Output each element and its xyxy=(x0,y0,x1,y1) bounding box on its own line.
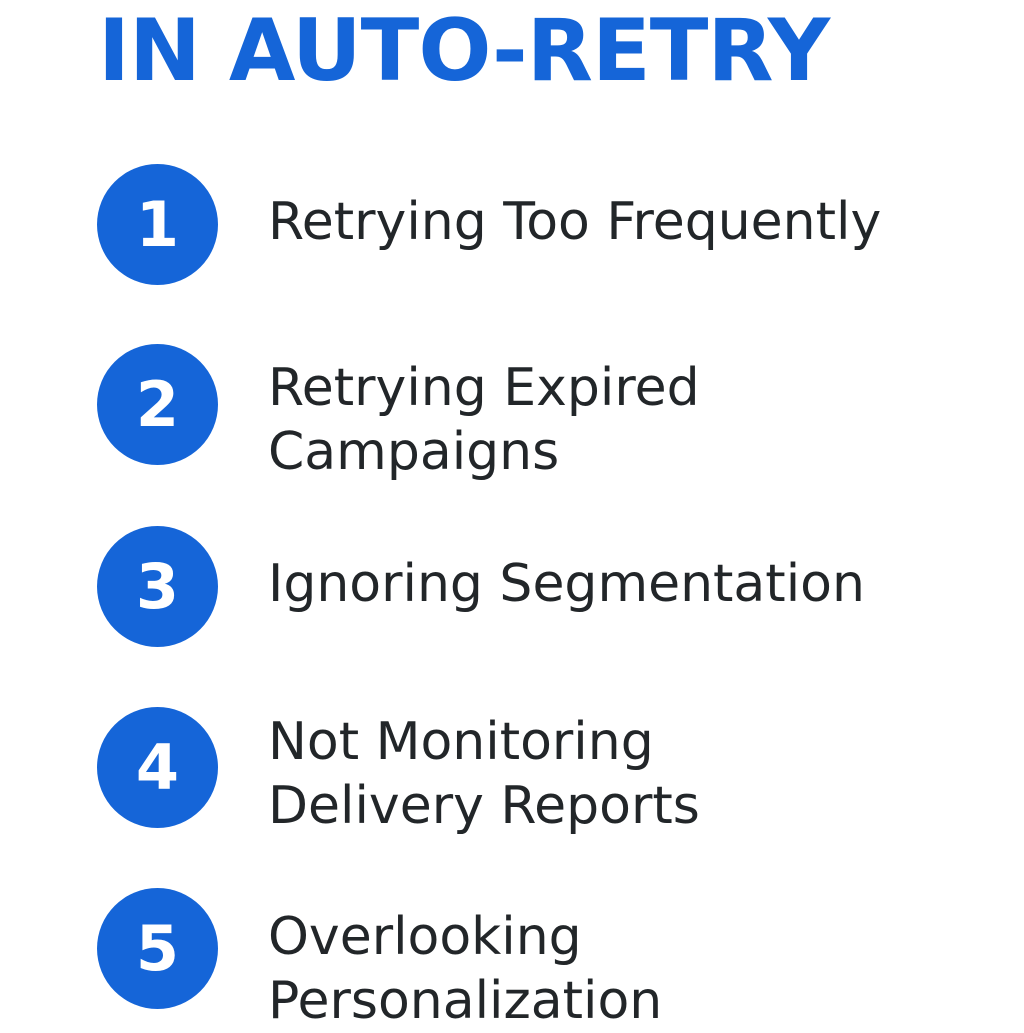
list-item-label: Ignoring Segmentation xyxy=(268,554,865,614)
list-item-label: Not Monitoring Delivery Reports xyxy=(268,712,700,836)
list-item-label: Retrying Expired Campaigns xyxy=(268,358,700,482)
number-badge: 2 xyxy=(97,344,218,465)
page-title: IN AUTO-RETRY xyxy=(98,1,830,101)
number-badge: 5 xyxy=(97,888,218,1009)
number-badge: 1 xyxy=(97,164,218,285)
number-badge: 3 xyxy=(97,526,218,647)
list-item-label: Retrying Too Frequently xyxy=(268,192,882,252)
number-badge: 4 xyxy=(97,707,218,828)
list-item-label: Overlooking Personalization xyxy=(268,907,663,1031)
